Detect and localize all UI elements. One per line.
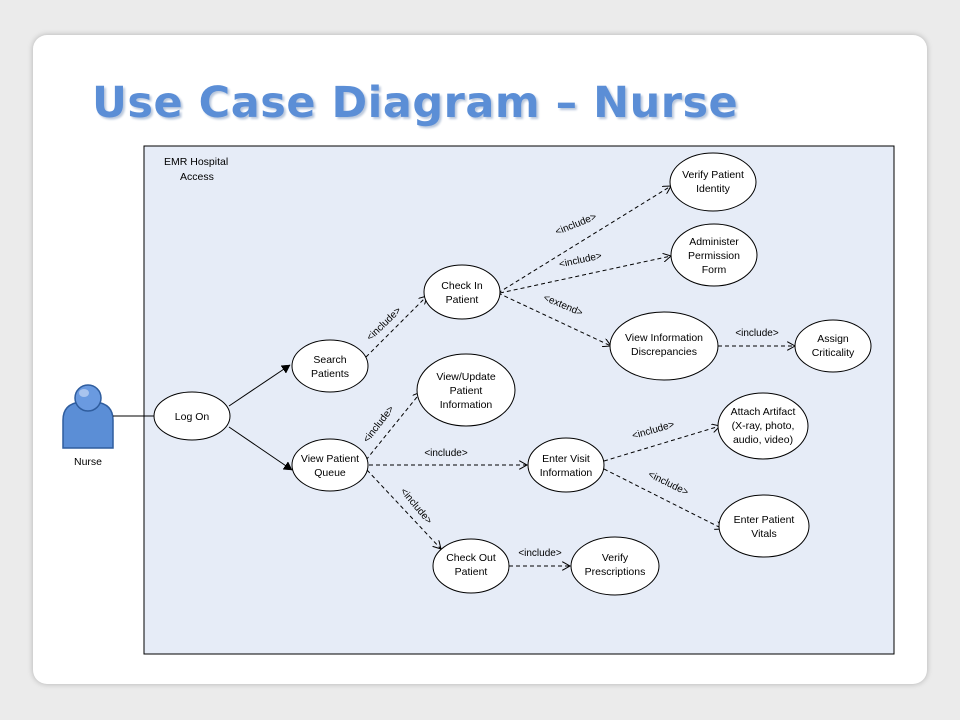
use-case-assign-criticality[interactable]: Assign Criticality (794, 319, 872, 373)
use-case-label-line: Information (540, 467, 593, 479)
use-case-label-line: Check Out (446, 552, 496, 564)
assoc-logon-search (228, 364, 290, 407)
use-case-label-line: View Information (625, 332, 703, 344)
use-case-check-in-patient[interactable]: Check In Patient (423, 264, 501, 320)
actor-nurse: Nurse (62, 384, 114, 468)
use-case-label-line: Verify Patient (682, 169, 744, 181)
use-case-label-line: Patient (455, 566, 488, 578)
use-case-label-line: Administer (689, 236, 739, 248)
rel-checkin-administer (499, 256, 671, 294)
use-case-label-line: Permission (688, 250, 740, 262)
label-include-discrepancies-criticality: <include> (735, 328, 779, 339)
use-case-label-line: Verify (602, 552, 629, 564)
use-case-label-line: Log On (175, 411, 210, 423)
use-case-administer-permission-form[interactable]: Administer Permission Form (670, 223, 758, 287)
rel-entervisit-vitals (603, 468, 723, 529)
use-case-verify-prescriptions[interactable]: Verify Prescriptions (570, 536, 660, 596)
use-case-view-update-patient-information[interactable]: View/Update Patient Information (416, 353, 516, 427)
use-case-attach-artifact[interactable]: Attach Artifact (X-ray, photo, audio, vi… (717, 392, 809, 460)
person-icon (62, 384, 114, 449)
label-include-checkout-verifyrx: <include> (518, 548, 562, 559)
associations (113, 364, 292, 471)
use-case-label-line: Attach Artifact (731, 406, 796, 418)
slide-title: Use Case Diagram – Nurse (92, 78, 739, 128)
use-case-label-line: Form (702, 264, 727, 276)
use-case-label-line: Information (440, 399, 493, 411)
use-case-label-line: Vitals (751, 528, 777, 540)
use-case-search-patients[interactable]: Search Patients (291, 339, 369, 393)
use-case-verify-patient-identity[interactable]: Verify Patient Identity (669, 152, 757, 212)
rel-queue-viewupdate (365, 392, 421, 461)
use-case-label-line: Enter Visit (542, 453, 590, 465)
use-case-label-line: View Patient (301, 453, 359, 465)
system-name-line1: EMR Hospital (164, 156, 228, 168)
use-case-label-line: Patients (311, 368, 349, 380)
use-case-label-line: Patient (446, 294, 479, 306)
use-case-label-line: Check In (441, 280, 483, 292)
use-case-label-line: View/Update (436, 371, 496, 383)
rel-entervisit-attach (603, 426, 720, 462)
system-name-line2: Access (180, 171, 214, 183)
use-case-log-on[interactable]: Log On (153, 391, 231, 441)
use-case-label-line: Assign (817, 333, 849, 345)
relationships (365, 186, 795, 566)
use-case-view-information-discrepancies[interactable]: View Information Discrepancies (609, 311, 719, 381)
use-case-label-line: Discrepancies (631, 346, 697, 358)
assoc-logon-queue (228, 426, 292, 471)
use-case-enter-visit-information[interactable]: Enter Visit Information (527, 437, 605, 493)
use-case-label-line: Prescriptions (585, 566, 646, 578)
use-case-label-line: (X-ray, photo, (732, 420, 795, 432)
use-case-label-line: Identity (696, 183, 731, 195)
rel-search-checkin (365, 296, 427, 358)
use-case-enter-patient-vitals[interactable]: Enter Patient Vitals (718, 494, 810, 558)
label-include-queue-entervisit: <include> (424, 448, 468, 459)
use-case-label-line: Criticality (812, 347, 855, 359)
actor-name: Nurse (74, 456, 102, 468)
use-case-view-patient-queue[interactable]: View Patient Queue (291, 438, 369, 492)
rel-checkin-verify (497, 186, 671, 294)
use-case-label-line: Patient (450, 385, 483, 397)
use-case-label-line: audio, video) (733, 434, 793, 446)
use-case-check-out-patient[interactable]: Check Out Patient (432, 538, 510, 594)
use-case-label-line: Queue (314, 467, 346, 479)
use-case-label-line: Search (313, 354, 346, 366)
use-case-label-line: Enter Patient (734, 514, 795, 526)
